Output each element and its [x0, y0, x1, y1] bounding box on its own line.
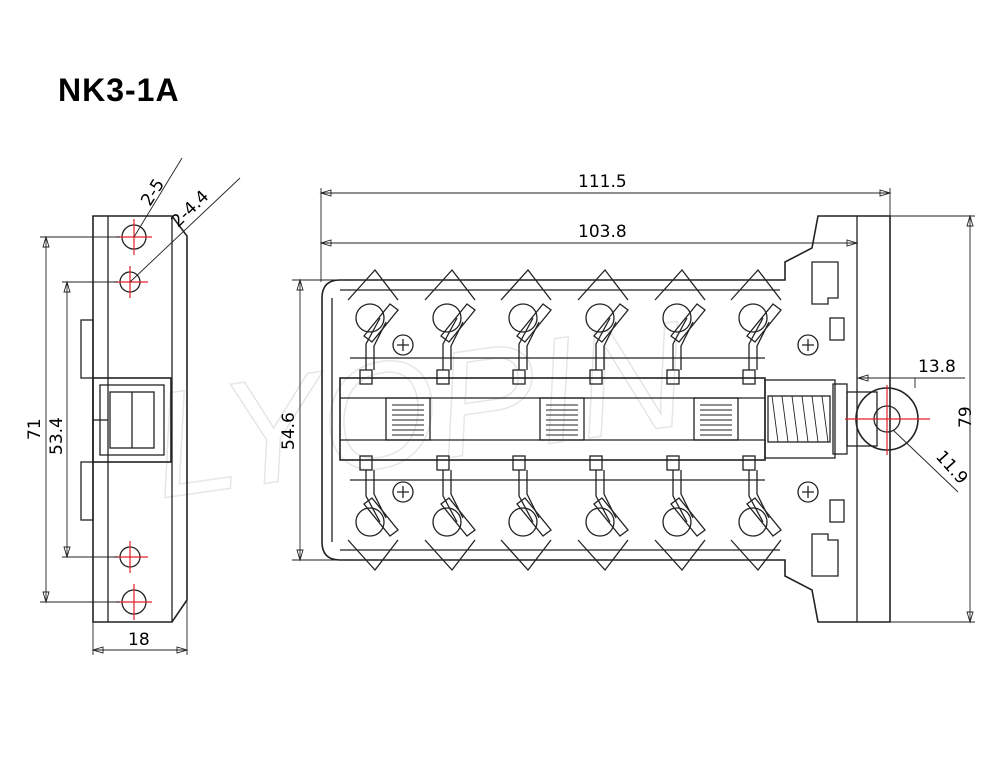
dim-length-total: 111.5	[578, 172, 627, 192]
dim-height-total: 71	[25, 418, 45, 440]
contacts-top-row	[347, 268, 782, 385]
contacts-bottom-row	[347, 455, 782, 572]
terminal-contact	[654, 268, 706, 385]
spring-1	[385, 397, 431, 441]
roller	[845, 385, 930, 455]
terminal-contact	[500, 455, 552, 572]
dim-roller-offset: 13.8	[918, 357, 956, 377]
terminal-contact	[347, 455, 399, 572]
spring-2	[539, 397, 585, 441]
terminal-contact	[577, 455, 629, 572]
front-view	[292, 188, 975, 624]
dim-side-width: 18	[128, 630, 150, 650]
dim-hole-large: 2-5	[137, 175, 169, 209]
terminal-contact	[347, 268, 399, 385]
terminal-contact	[730, 268, 782, 385]
screw-top-right	[797, 334, 819, 356]
dim-length-body: 103.8	[578, 222, 627, 242]
terminal-contact	[500, 268, 552, 385]
side-view	[40, 157, 241, 655]
terminal-contact	[424, 268, 476, 385]
terminal-contact	[424, 455, 476, 572]
screw-top-left	[392, 334, 414, 356]
spring-3	[693, 397, 739, 441]
dim-hole-spacing: 53.4	[47, 417, 67, 455]
terminal-contact	[730, 455, 782, 572]
actuator-spring	[767, 395, 831, 443]
terminal-contact	[654, 455, 706, 572]
dim-roller-diameter: 11.9	[931, 447, 971, 489]
terminal-contact	[577, 268, 629, 385]
screw-bottom-right	[797, 481, 819, 503]
model-title: NK3-1A	[58, 72, 180, 108]
dim-body-height: 54.6	[279, 412, 299, 450]
watermark-text: LYOPIN	[141, 289, 696, 530]
screw-bottom-left	[392, 481, 414, 503]
dim-actuator-height: 79	[956, 406, 976, 428]
